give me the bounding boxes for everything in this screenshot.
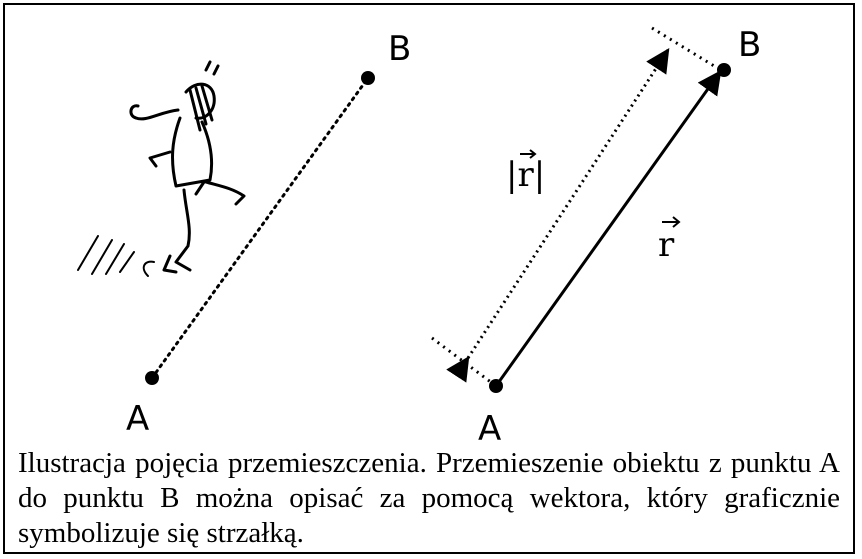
extension-line-a: [431, 336, 497, 388]
left-label-a: A: [126, 399, 149, 439]
right-point-a: [489, 379, 503, 393]
left-label-b: B: [388, 29, 411, 69]
magnitude-dotted-arrow: [446, 47, 670, 383]
magnitude-vector-arrow-mark: [520, 149, 537, 159]
right-label-a: A: [478, 409, 501, 449]
left-point-a: [145, 371, 159, 385]
left-point-b: [361, 71, 375, 85]
extension-line-b: [651, 26, 725, 74]
figure-caption: Ilustracja pojęcia przemieszczenia. Prze…: [18, 447, 840, 549]
vector-r-arrow: [494, 70, 722, 387]
running-person-icon: [129, 60, 246, 274]
right-point-b: [717, 63, 731, 77]
right-label-b: B: [738, 25, 761, 65]
vector-arrow-mark: [662, 216, 681, 228]
vector-label: r: [658, 225, 675, 265]
magnitude-label: |r|: [506, 155, 545, 195]
left-dotted-path: [150, 76, 370, 380]
motion-lines-icon: [77, 235, 155, 277]
